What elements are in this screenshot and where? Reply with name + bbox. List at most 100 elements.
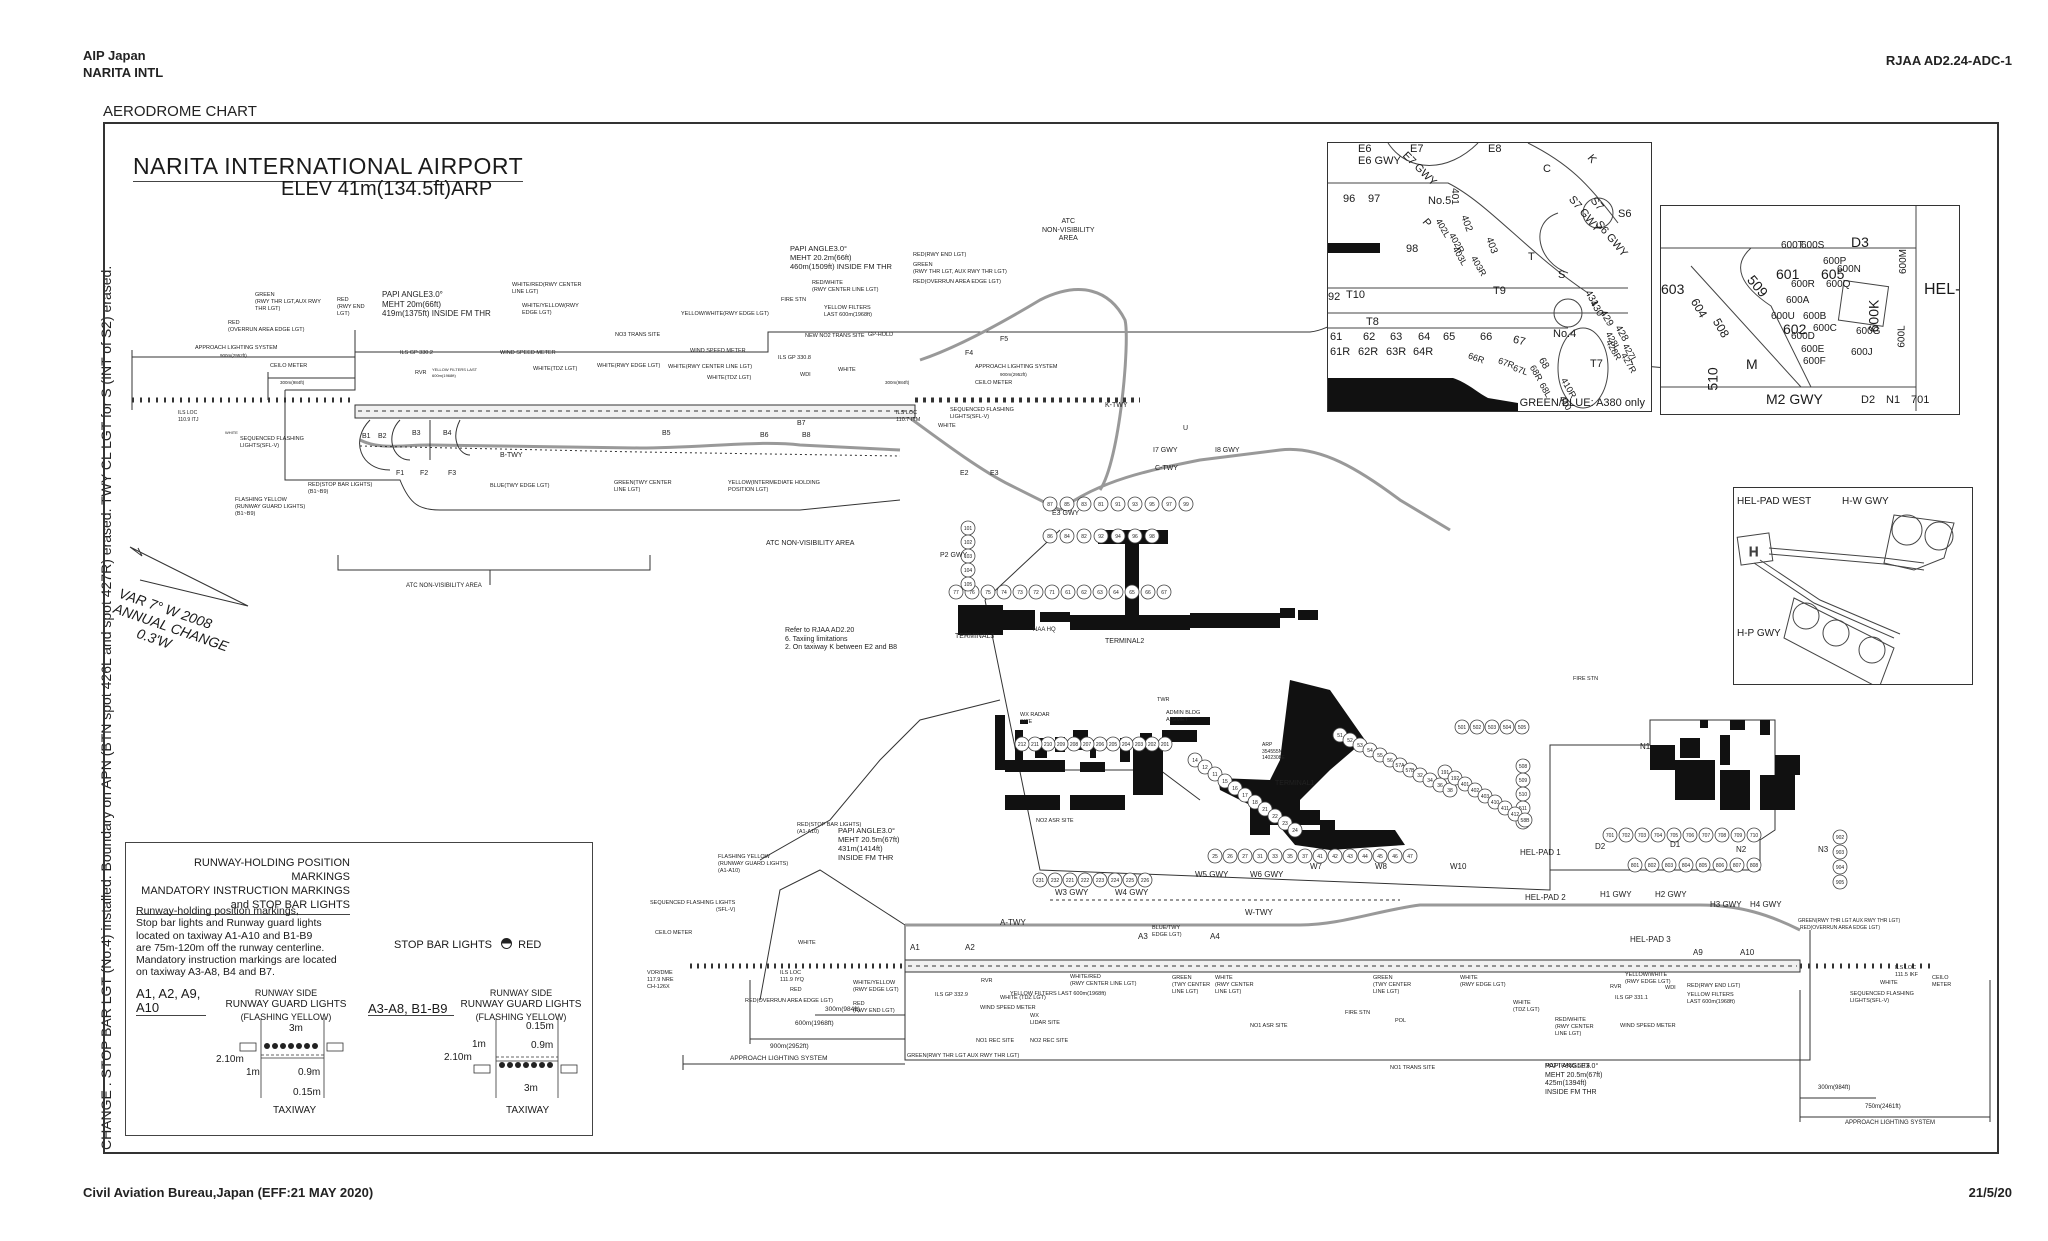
stand: 65 <box>1124 584 1140 600</box>
stand-number: 56 <box>1387 758 1393 764</box>
atc-nonvis-label: ATC NON-VISIBILITY AREA <box>406 583 482 589</box>
stand-number: 26 <box>1227 854 1233 860</box>
stop-bar-light-icon <box>523 1062 529 1068</box>
stand: 210 <box>1040 736 1056 752</box>
stand-circle <box>1012 584 1028 600</box>
dim-600-south-west <box>749 980 905 1044</box>
no1-rec-label: NO1 REC SITE <box>976 1038 1015 1044</box>
stand-circle <box>1108 584 1124 600</box>
stand-number: 209 <box>1057 742 1066 748</box>
stand-circle <box>948 584 964 600</box>
stand-number: 34 <box>1427 778 1433 784</box>
stand: 86 <box>1042 528 1058 544</box>
stand-number: 203 <box>1135 742 1144 748</box>
inset-helipad-west: H HEL-PAD WEST H-W GWY H-P GWY <box>1733 487 1973 685</box>
stand-number: 903 <box>1836 850 1845 856</box>
stand-number: 410 <box>1491 800 1500 806</box>
inset-label: 96 <box>1343 193 1356 205</box>
red-overrun-label: RED(OVERRUN AREA EDGE LGT) <box>913 279 1002 285</box>
taxiway-label: K-TWY <box>1105 402 1128 409</box>
north-west-boundary <box>284 330 901 511</box>
inset-label: E8 <box>1488 143 1502 155</box>
taxiway-label: E3 <box>990 470 999 477</box>
stand: 708 <box>1714 827 1730 843</box>
taxiway-label: W7 <box>1310 862 1322 871</box>
stand-circle <box>1178 496 1194 512</box>
stand: 64 <box>1108 584 1124 600</box>
inset-label: E7 <box>1410 143 1424 155</box>
taxiway-c <box>1059 447 1451 532</box>
stand-circle <box>1110 496 1126 512</box>
stand-number: 503 <box>1488 725 1497 731</box>
hp-gwy-label: H-P GWY <box>1737 628 1781 639</box>
dim-900-south-west <box>682 1055 905 1070</box>
stand-circle <box>1454 719 1470 735</box>
stand: 27 <box>1237 848 1253 864</box>
stand-circle <box>1044 584 1060 600</box>
taxiway-label: F2 <box>420 470 429 477</box>
atc-nonvis-bracket <box>337 555 651 585</box>
stand-number: 510 <box>1519 792 1528 798</box>
stand: 212 <box>1014 736 1030 752</box>
stand-circle <box>1650 827 1666 843</box>
twr-label: TWR <box>1157 697 1170 703</box>
dim-750-south-east <box>1799 980 1991 1122</box>
stand-circle <box>1297 848 1313 864</box>
stand-number: 92 <box>1098 534 1104 540</box>
stand-circle <box>1746 827 1762 843</box>
stand-number: 64 <box>1113 590 1119 596</box>
stand-circle <box>1076 496 1092 512</box>
dim-09-2: 0.9m <box>531 1040 554 1051</box>
stop-bar-light-icon <box>272 1043 278 1049</box>
stand: 806 <box>1712 857 1728 873</box>
stop-bar-light-icon <box>507 1062 513 1068</box>
dim-900-north-west <box>131 350 355 410</box>
stop-bar-light-icon <box>501 938 513 949</box>
stand-circle <box>960 576 976 592</box>
inset-label: 65 <box>1443 331 1456 343</box>
stand: 81 <box>1093 496 1109 512</box>
stand-circle <box>1093 528 1109 544</box>
stand: 42 <box>1327 848 1343 864</box>
building <box>1760 775 1795 810</box>
stand: 47 <box>1402 848 1418 864</box>
fire-stn-label: FIRE STN <box>781 297 807 303</box>
legend-heading-line: RUNWAY-HOLDING POSITION MARKINGS <box>193 857 350 883</box>
taxiway-l <box>919 288 1128 491</box>
stand-number: 210 <box>1044 742 1053 748</box>
fire-stn-label: FIRE STN <box>1573 676 1599 682</box>
red-stop-bar-label: RED(STOP BAR LIGHTS)(B1~B9) <box>308 482 373 495</box>
hw-gwy-label: H-W GWY <box>1842 496 1889 507</box>
stand: 93 <box>1127 496 1143 512</box>
taxiway-label: H4 GWY <box>1750 900 1782 909</box>
inset-label: 63 <box>1390 331 1403 343</box>
stand: 92 <box>1093 528 1109 544</box>
ceilo-meter-label: CEILO METER <box>655 930 693 936</box>
stop-bar-light-icon <box>547 1062 553 1068</box>
inset-label: No.5 <box>1428 195 1452 207</box>
dim-3m-1: 3m <box>289 1023 303 1034</box>
building <box>1760 720 1770 735</box>
building <box>1320 820 1335 830</box>
inset-label: 92 <box>1328 291 1341 303</box>
inset-label: 66 <box>1480 331 1493 343</box>
building <box>1675 760 1715 800</box>
stand-circle <box>1730 827 1746 843</box>
stand: 226 <box>1137 872 1153 888</box>
stop-bar-legend: STOP BAR LIGHTS RED <box>394 938 541 951</box>
white-yellow-edge-label: WHITE/YELLOW(RWY EDGE LGT) <box>853 980 899 993</box>
stand: 504 <box>1499 719 1515 735</box>
stand-number: 21 <box>1262 807 1268 813</box>
white-tdz-label: WHITE(TDZ LGT) <box>1513 1000 1540 1013</box>
stand: 208 <box>1066 736 1082 752</box>
building <box>1090 740 1096 758</box>
